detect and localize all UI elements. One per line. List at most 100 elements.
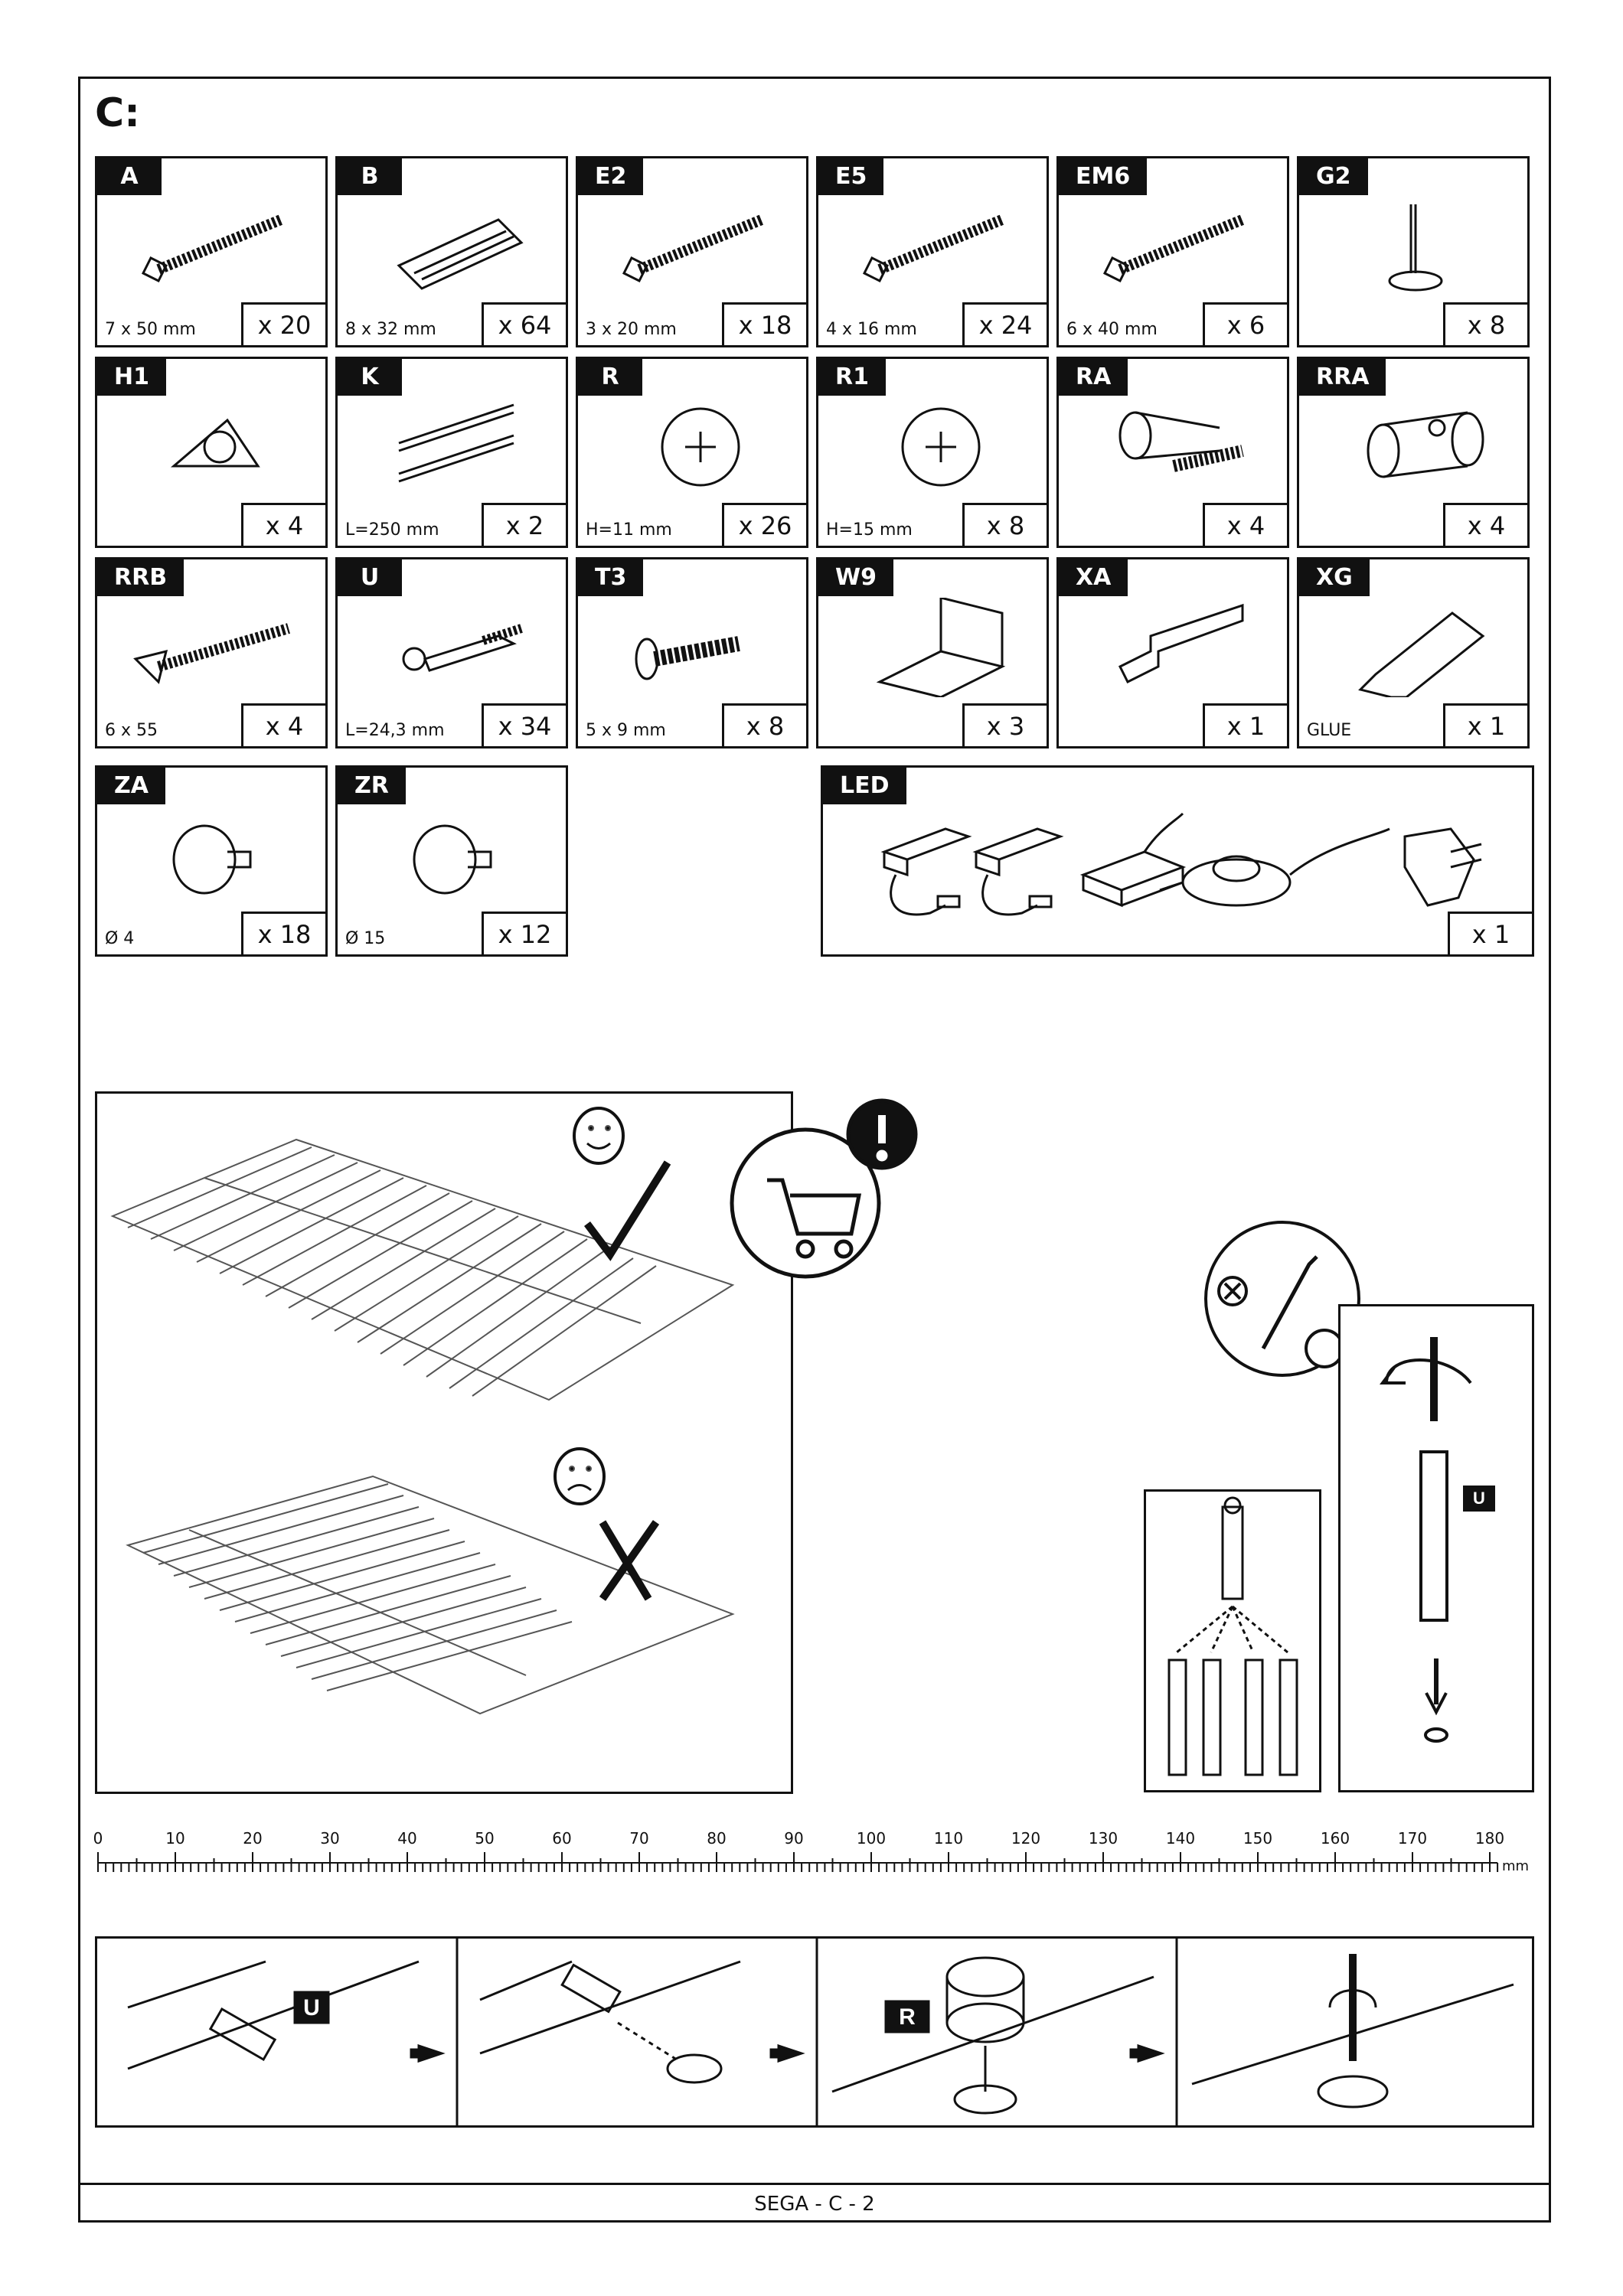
ruler-label: 140 (1165, 1829, 1196, 1848)
part-spec: 3 x 20 mm (586, 320, 677, 339)
part-spec: 6 x 40 mm (1066, 320, 1158, 339)
part-spec: 4 x 16 mm (826, 320, 917, 339)
part-code: T3 (578, 559, 644, 596)
dowel-icon (397, 218, 524, 290)
part-code: K (338, 359, 402, 396)
ruler-label: 80 (707, 1829, 727, 1848)
part-code: EM6 (1059, 158, 1148, 195)
slatted-base-illustration (110, 1107, 735, 1715)
part-quantity: x 4 (1203, 503, 1287, 546)
part-code: ZA (97, 768, 165, 804)
screw-icon (1102, 214, 1245, 283)
part-spec: H=11 mm (586, 520, 672, 540)
screw-icon (622, 214, 764, 283)
part-quantity: x 4 (241, 503, 325, 546)
part-spec: H=15 mm (826, 520, 913, 540)
part-quantity: x 2 (482, 503, 566, 546)
part-code: E2 (578, 158, 644, 195)
part-spec: Ø 15 (345, 929, 386, 948)
screw-icon (141, 214, 283, 283)
page-frame (78, 77, 1551, 2223)
page-footer: SEGA - C - 2 (754, 2193, 875, 2216)
part-quantity: x 6 (1203, 302, 1287, 345)
slatted-base-box (95, 1091, 793, 1794)
part-code: XA (1059, 559, 1128, 596)
part-g2: G2 x 8 (1297, 156, 1530, 347)
cap-icon (172, 824, 252, 895)
part-code: RRA (1299, 359, 1386, 396)
part-em6: EM6 6 x 40 mm x 6 (1056, 156, 1289, 347)
ruler-label: 50 (475, 1829, 495, 1848)
part-code: R1 (818, 359, 886, 396)
part-code: U (338, 559, 402, 596)
cam-bolt-types-illustration (1167, 1496, 1298, 1776)
assembly-steps-illustration: U R (127, 1939, 1514, 2125)
part-quantity: x 1 (1203, 703, 1287, 746)
part-code: G2 (1299, 158, 1368, 195)
part-code: E5 (818, 158, 884, 195)
ruler-label: 20 (243, 1829, 263, 1848)
pin-icon (1388, 204, 1443, 292)
part-quantity: x 34 (482, 703, 566, 746)
ruler-label: 90 (784, 1829, 804, 1848)
part-code: A (97, 158, 162, 195)
part-quantity: x 18 (722, 302, 806, 345)
ruler-label: 110 (933, 1829, 964, 1848)
part-quantity: x 8 (962, 503, 1047, 546)
bracket-icon (170, 418, 260, 468)
angle-bracket-icon (876, 598, 1006, 697)
step-label-r: R (899, 2004, 916, 2030)
part-quantity: x 8 (722, 703, 806, 746)
cam-bolt-types-box (1144, 1489, 1321, 1792)
part-quantity: x 20 (241, 302, 325, 345)
ruler-label: 70 (629, 1829, 649, 1848)
part-xa: XA x 1 (1056, 557, 1289, 748)
part-code: R (578, 359, 642, 396)
ruler-unit: mm (1502, 1858, 1530, 1874)
ruler-label: 100 (856, 1829, 887, 1848)
cam-bolt-install-box: U (1338, 1304, 1534, 1792)
part-e2: E2 3 x 20 mm x 18 (576, 156, 808, 347)
part-code: RA (1059, 359, 1128, 396)
ruler-label: 180 (1474, 1829, 1505, 1848)
part-w9: W9 x 3 (816, 557, 1049, 748)
part-quantity: x 3 (962, 703, 1047, 746)
bolt-icon (1118, 411, 1244, 472)
part-quantity: x 1 (1448, 912, 1532, 954)
cam-lock-icon (661, 407, 740, 487)
glue-tube-icon (1358, 612, 1485, 697)
barrel-nut-icon (1367, 411, 1484, 478)
ruler-label: 30 (320, 1829, 340, 1848)
part-e5: E5 4 x 16 mm x 24 (816, 156, 1049, 347)
cam-bolt-install-illustration: U (1380, 1337, 1495, 1743)
ruler-label: 160 (1320, 1829, 1350, 1848)
part-quantity: x 18 (241, 912, 325, 954)
part-spec: 8 x 32 mm (345, 320, 436, 339)
cam-bolt-icon (402, 624, 523, 672)
footer-divider (78, 2183, 1551, 2185)
part-quantity: x 4 (241, 703, 325, 746)
part-code: ZR (338, 768, 406, 804)
part-led: LED x 1 (821, 765, 1534, 957)
ruler-label: 170 (1397, 1829, 1428, 1848)
part-code: W9 (818, 559, 893, 596)
part-code: LED (823, 768, 906, 804)
part-quantity: x 24 (962, 302, 1047, 345)
section-title: C: (95, 90, 140, 136)
part-quantity: x 8 (1443, 302, 1527, 345)
part-code: RRB (97, 559, 185, 596)
ruler-label: 0 (93, 1829, 103, 1848)
part-code: B (338, 158, 402, 195)
